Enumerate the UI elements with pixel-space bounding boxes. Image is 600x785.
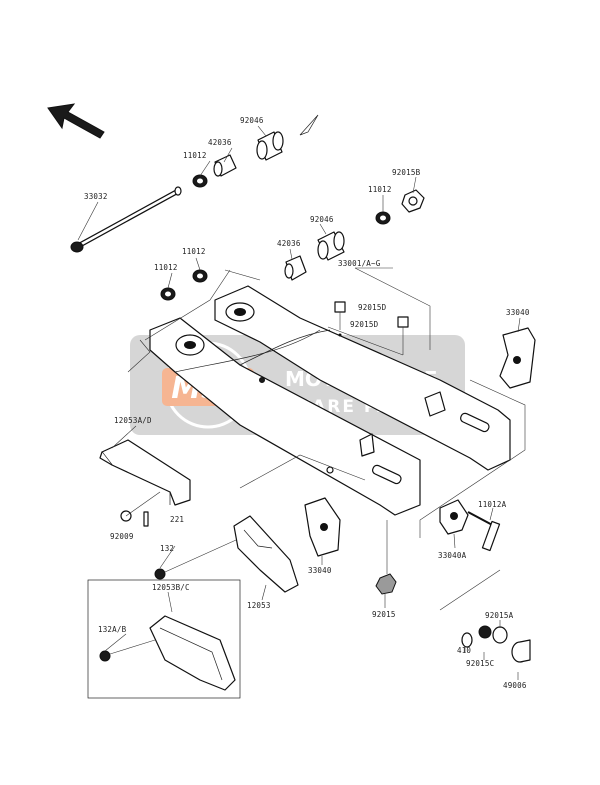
label-11012a: 11012A	[478, 500, 507, 509]
label-92046-mid: 92046	[310, 215, 334, 224]
label-92015: 92015	[372, 610, 396, 619]
label-132ab: 132A/B	[98, 625, 127, 634]
bushing-top-group	[192, 131, 284, 188]
label-92015b: 92015B	[392, 168, 421, 177]
label-11012-right: 11012	[368, 185, 392, 194]
label-92015c: 92015C	[466, 659, 494, 668]
label-92015a: 92015A	[485, 611, 514, 620]
label-11012-top: 11012	[183, 151, 207, 160]
label-33032: 33032	[84, 192, 108, 201]
label-132: 132	[160, 544, 174, 553]
chain-adjuster-right	[499, 327, 536, 389]
pivot-shaft	[70, 186, 182, 253]
front-direction-arrow-icon	[47, 103, 105, 139]
chain-guard	[99, 439, 191, 506]
label-12053bc: 12053B/C	[152, 583, 190, 592]
label-42036-top: 42036	[208, 138, 232, 147]
label-49006: 49006	[503, 681, 527, 690]
label-33001: 33001/A~G	[338, 259, 381, 268]
leader-lines	[77, 125, 521, 680]
sprocket-cover	[233, 515, 299, 593]
label-410: 410	[457, 646, 471, 655]
screw-92009	[120, 491, 161, 527]
label-221: 221	[170, 515, 184, 524]
lower-hardware-group	[439, 569, 531, 663]
chain-adjuster-a	[439, 499, 501, 552]
label-33040-mid: 33040	[308, 566, 332, 575]
label-92046-top: 92046	[240, 116, 264, 125]
label-33040-right: 33040	[506, 308, 530, 317]
nut-92015	[375, 520, 397, 595]
label-42036-mid: 42036	[277, 239, 301, 248]
label-92015d: 92015D	[358, 303, 387, 312]
inset-box	[87, 579, 241, 699]
label-92009: 92009	[110, 532, 134, 541]
bolt-132	[154, 539, 237, 580]
label-12053: 12053	[247, 601, 271, 610]
chain-adjuster-mid	[304, 497, 341, 557]
bushing-mid-group	[160, 231, 345, 301]
label-11012-left: 11012	[154, 263, 178, 272]
label-11012-mid: 11012	[182, 247, 206, 256]
washer-right-group	[375, 189, 425, 225]
label-33040a: 33040A	[438, 551, 467, 560]
break-mark-icon	[299, 114, 319, 136]
bolt-92015d-group	[327, 301, 409, 356]
label-92015d-b: 92015D	[350, 320, 379, 329]
assembly-outline	[127, 267, 526, 538]
label-12053ad: 12053A/D	[114, 416, 152, 425]
